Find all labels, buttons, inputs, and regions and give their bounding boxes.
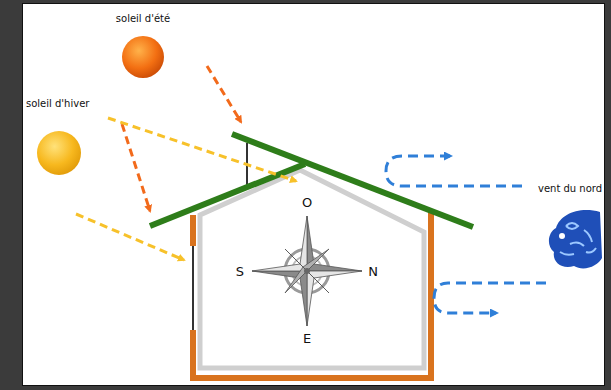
winter-sun xyxy=(37,131,81,175)
compass-letter: S xyxy=(236,265,244,279)
sun-label: soleil d'hiver xyxy=(26,98,89,109)
compass-letter: O xyxy=(302,196,312,210)
compass-letter: N xyxy=(368,265,378,279)
summer-ray xyxy=(122,124,150,211)
wind-flow xyxy=(434,283,546,313)
wind-flow xyxy=(386,156,522,186)
winter-ray xyxy=(76,214,184,260)
compass-letter: E xyxy=(303,332,311,346)
roof-south xyxy=(150,164,305,226)
roof-north xyxy=(232,134,473,227)
wind-god-icon xyxy=(549,210,602,268)
inner-wall xyxy=(200,170,424,368)
south-window xyxy=(192,246,194,330)
summer-ray xyxy=(207,66,241,122)
sun-label: soleil d'été xyxy=(116,13,170,24)
summer-sun xyxy=(122,36,164,78)
white-panel xyxy=(22,3,605,386)
compass-rose xyxy=(252,216,362,326)
winter-ray xyxy=(108,118,296,181)
wind-label: vent du nord xyxy=(538,183,602,194)
outer-wall xyxy=(193,212,431,378)
